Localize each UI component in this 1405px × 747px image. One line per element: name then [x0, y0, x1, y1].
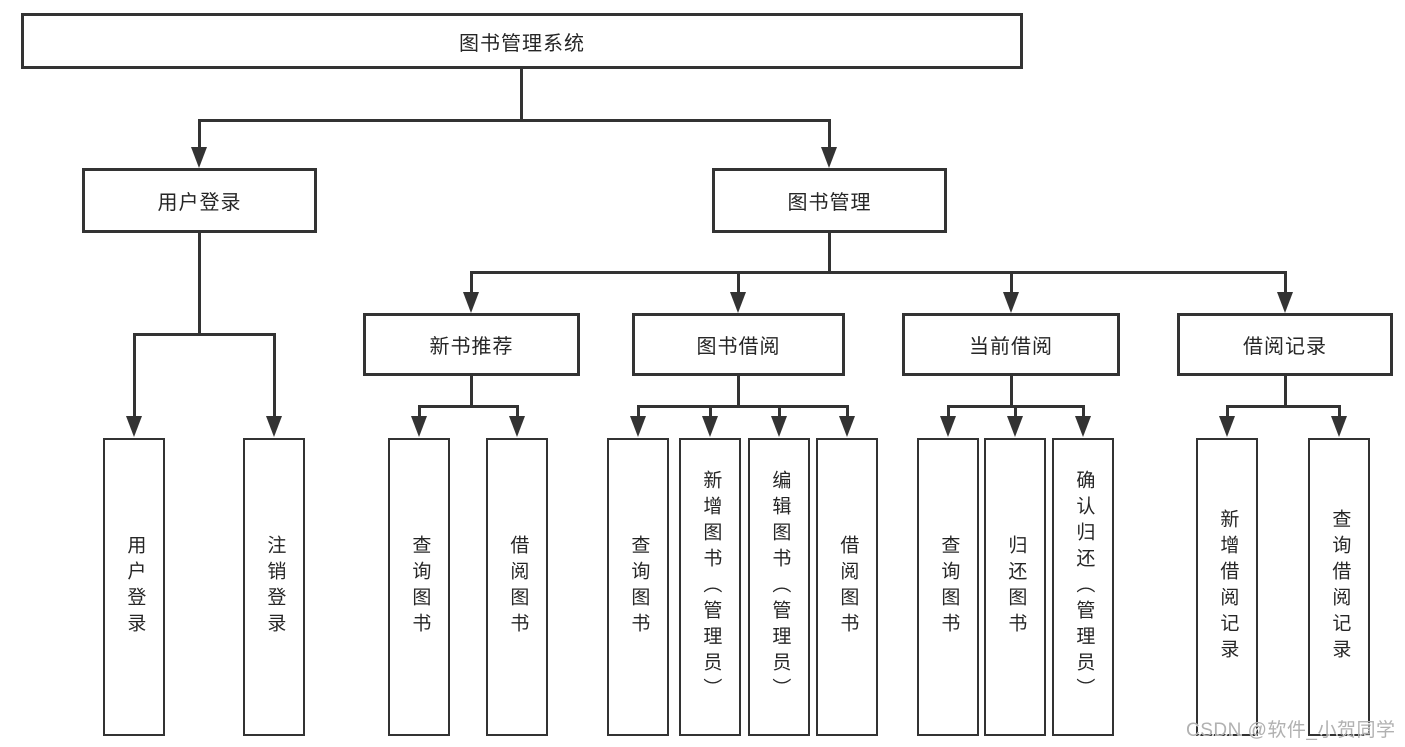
- node-label: 当前借阅: [969, 336, 1053, 358]
- connector-bookborrow-drop-4: [846, 405, 849, 418]
- csdn-watermark: CSDN @软件_小贺同学: [1186, 720, 1396, 741]
- leaf-query-borrow-record: 查询借阅记录: [1308, 438, 1370, 736]
- node-label: 用户登录: [157, 192, 242, 214]
- node-borrowing-records: 借阅记录: [1177, 313, 1393, 376]
- down-arrowhead: [771, 416, 787, 437]
- down-arrowhead: [1219, 416, 1235, 437]
- down-arrowhead: [191, 147, 207, 168]
- leaf-logout: 注销登录: [243, 438, 305, 736]
- connector-bookmgmt-bar: [470, 271, 1286, 274]
- connector-bookmgmt-drop-1: [470, 271, 473, 295]
- node-label: 确认归还（管理员）: [1073, 470, 1095, 704]
- leaf-borrow-books-recommend: 借阅图书: [486, 438, 548, 736]
- leaf-query-books-borrow: 查询图书: [607, 438, 669, 736]
- leaf-query-books-recommend: 查询图书: [388, 438, 450, 736]
- node-label: 查询借阅记录: [1329, 509, 1351, 665]
- connector-currentborrow-drop-3: [1082, 405, 1085, 418]
- down-arrowhead: [1075, 416, 1091, 437]
- connector-bookborrow-drop-1: [637, 405, 640, 418]
- node-label: 图书借阅: [696, 336, 781, 358]
- connector-currentborrow-drop-1: [947, 405, 950, 418]
- node-label: 图书管理: [787, 192, 872, 214]
- connector-bookmgmt-drop-3: [1010, 271, 1013, 295]
- connector-bookborrow-drop-3: [778, 405, 781, 418]
- connector-newbook-stem: [470, 376, 473, 408]
- connector-newbook-drop-2: [516, 405, 519, 418]
- node-label: 新增借阅记录: [1217, 509, 1239, 665]
- down-arrowhead: [1331, 416, 1347, 437]
- connector-userlogin-stem: [198, 233, 201, 335]
- down-arrowhead: [1277, 292, 1293, 313]
- down-arrowhead: [630, 416, 646, 437]
- connector-bookmgmt-drop-2: [737, 271, 740, 295]
- node-library-management-system: 图书管理系统: [21, 13, 1023, 69]
- down-arrowhead: [702, 416, 718, 437]
- connector-bookborrow-bar: [637, 405, 849, 408]
- connector-userlogin-bar: [133, 333, 275, 336]
- connector-root-bar: [198, 119, 831, 122]
- connector-userlogin-drop-1: [133, 333, 136, 418]
- down-arrowhead: [509, 416, 525, 437]
- connector-root-stem: [520, 69, 523, 122]
- down-arrowhead: [411, 416, 427, 437]
- node-new-book-recommendation: 新书推荐: [363, 313, 580, 376]
- node-label: 新增图书（管理员）: [700, 470, 722, 704]
- connector-root-drop-right: [828, 119, 831, 150]
- connector-newbook-drop-1: [418, 405, 421, 418]
- down-arrowhead: [126, 416, 142, 437]
- connector-currentborrow-stem: [1010, 376, 1013, 408]
- leaf-add-borrow-record: 新增借阅记录: [1196, 438, 1258, 736]
- node-label: 借阅图书: [837, 535, 859, 639]
- leaf-add-book-admin: 新增图书（管理员）: [679, 438, 741, 736]
- connector-bookborrow-drop-2: [709, 405, 712, 418]
- node-label: 图书管理系统: [459, 32, 585, 55]
- node-current-borrowing: 当前借阅: [902, 313, 1120, 376]
- down-arrowhead: [940, 416, 956, 437]
- down-arrowhead: [1003, 292, 1019, 313]
- down-arrowhead: [463, 292, 479, 313]
- connector-borrowrecord-drop-1: [1226, 405, 1229, 418]
- node-label: 查询图书: [409, 535, 431, 639]
- down-arrowhead: [1007, 416, 1023, 437]
- connector-bookmgmt-stem: [828, 233, 831, 274]
- node-book-borrowing: 图书借阅: [632, 313, 845, 376]
- node-label: 查询图书: [628, 535, 650, 639]
- node-label: 编辑图书（管理员）: [769, 470, 791, 704]
- connector-currentborrow-drop-2: [1014, 405, 1017, 418]
- node-user-login: 用户登录: [82, 168, 317, 233]
- down-arrowhead: [821, 147, 837, 168]
- node-label: 借阅记录: [1243, 336, 1327, 358]
- connector-borrowrecord-stem: [1284, 376, 1287, 408]
- leaf-return-books: 归还图书: [984, 438, 1046, 736]
- node-label: 用户登录: [124, 535, 146, 639]
- node-label: 归还图书: [1005, 535, 1027, 639]
- node-label: 新书推荐: [429, 336, 514, 358]
- leaf-confirm-return-admin: 确认归还（管理员）: [1052, 438, 1114, 736]
- down-arrowhead: [839, 416, 855, 437]
- node-label: 借阅图书: [507, 535, 529, 639]
- connector-root-drop-left: [198, 119, 201, 150]
- connector-newbook-bar: [418, 405, 519, 408]
- connector-bookborrow-stem: [737, 376, 740, 408]
- leaf-user-login: 用户登录: [103, 438, 165, 736]
- connector-bookmgmt-drop-4: [1284, 271, 1287, 295]
- node-label: 查询图书: [938, 535, 960, 639]
- leaf-query-books-current: 查询图书: [917, 438, 979, 736]
- connector-userlogin-drop-2: [273, 333, 276, 418]
- node-book-management: 图书管理: [712, 168, 947, 233]
- leaf-borrow-books: 借阅图书: [816, 438, 878, 736]
- connector-borrowrecord-bar: [1226, 405, 1341, 408]
- connector-borrowrecord-drop-2: [1338, 405, 1341, 418]
- down-arrowhead: [730, 292, 746, 313]
- node-label: 注销登录: [264, 535, 286, 639]
- leaf-edit-book-admin: 编辑图书（管理员）: [748, 438, 810, 736]
- down-arrowhead: [266, 416, 282, 437]
